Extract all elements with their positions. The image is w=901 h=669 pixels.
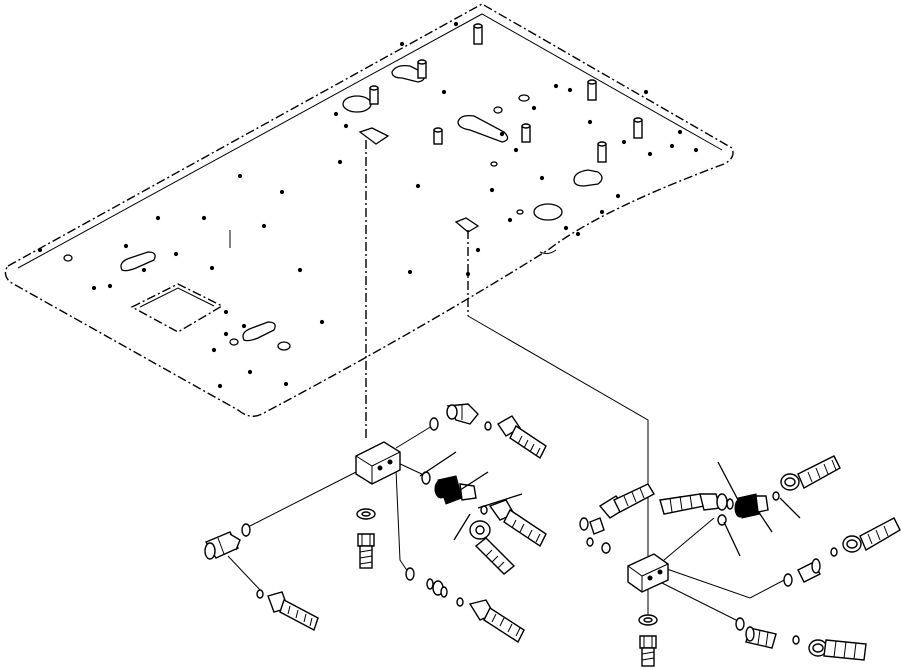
elbow-right-small: [589, 517, 605, 535]
hole-small-b: [493, 106, 503, 114]
oring-right-bottom: [735, 617, 745, 631]
slot-center-long: [457, 114, 509, 143]
oring-lower-left: [256, 589, 264, 599]
cutout-square-inner: [139, 287, 215, 308]
oring-elbow-left: [241, 523, 251, 537]
large-hole-center: [533, 203, 563, 221]
line-block-right-to-valve: [663, 517, 715, 561]
elbow-fitting-left: [204, 531, 241, 560]
line-block-left-to-oring: [395, 425, 433, 449]
washer-right: [638, 614, 658, 626]
line-block-right-down: [659, 581, 741, 623]
bracket-left: [358, 127, 390, 145]
left-assembly: [204, 403, 547, 644]
callout-line-e: [717, 461, 739, 501]
stud-6: [521, 123, 531, 143]
line-elbow-down: [227, 555, 263, 593]
oring-lower-mid-2: [456, 597, 464, 607]
banjo-fitting-left: [469, 520, 516, 575]
hole-small-c: [63, 254, 73, 262]
oring-right-lower: [783, 573, 793, 587]
line-block-right-to-fitting: [663, 567, 789, 599]
callout-line-h: [779, 497, 801, 519]
bracket-right: [454, 217, 480, 233]
check-valve-left: [434, 475, 477, 505]
hole-small-d: [229, 338, 239, 346]
oring-left-top: [429, 417, 439, 431]
stud-3: [369, 85, 379, 105]
oring-left-top-2: [484, 421, 492, 431]
stud-1: [473, 23, 483, 45]
hose-end-right-top-left: [598, 483, 655, 519]
callout-line-f: [759, 513, 773, 533]
callout-line-a: [419, 451, 457, 477]
stud-8: [633, 117, 643, 139]
elbow-right-bottom: [745, 626, 777, 649]
plate-notch: [539, 249, 557, 255]
oring-right-left: [579, 517, 589, 531]
callout-line-b: [453, 471, 489, 495]
stud-2: [417, 59, 427, 79]
oring-right-bottom-2: [792, 635, 800, 645]
bolt-left: [357, 533, 375, 569]
nipple-lower-mid: [426, 578, 448, 598]
slot-lower-left: [120, 251, 156, 272]
floor-plate: [4, 3, 734, 417]
large-hole-top: [342, 95, 372, 113]
hole-lower: [277, 341, 291, 351]
hose-end-right-bottom: [808, 639, 867, 661]
stud-5: [433, 127, 443, 145]
oring-right-left-2: [586, 537, 611, 554]
elbow-right-lower: [797, 558, 821, 583]
hose-end-right-lower-right: [842, 517, 901, 553]
manifold-block-right: [627, 553, 669, 593]
line-block-left-to-valve: [395, 461, 427, 477]
pipe-route-right: [467, 315, 649, 560]
bolt-right: [639, 635, 657, 667]
hose-end-lower-mid: [468, 599, 525, 644]
oring-right-lower-2: [830, 547, 838, 557]
hole-small-a: [518, 94, 530, 102]
stud-4: [587, 79, 597, 101]
floor-plate-outline: [4, 3, 734, 417]
check-valve-right: [734, 493, 769, 519]
line-block-left-down: [395, 469, 409, 573]
hose-end-left-top: [497, 415, 547, 460]
floor-plate-inner-edge: [17, 13, 723, 269]
line-block-left-to-elbow: [245, 467, 365, 529]
hole-small-e: [516, 209, 524, 215]
cutout-square: [130, 283, 224, 333]
hose-end-lower-left: [267, 591, 319, 632]
hose-end-left-mid: [488, 499, 547, 548]
washer-left: [356, 508, 376, 520]
hole-small-f: [490, 161, 498, 167]
stud-7: [597, 141, 607, 163]
callout-line-c: [477, 493, 523, 509]
callout-line-d: [453, 513, 471, 541]
hose-end-right-top-right: [780, 455, 841, 491]
right-assembly: [579, 455, 901, 667]
elbow-fitting-left-top: [446, 403, 479, 425]
slot-lower-middle: [242, 321, 276, 342]
hose-end-right-mid: [659, 493, 728, 515]
oring-right-valve: [717, 498, 734, 526]
oring-lower-mid: [405, 567, 415, 581]
leader-lines: [227, 140, 789, 623]
oring-right-valve-2: [772, 491, 780, 501]
slot-right: [573, 169, 603, 187]
manifold-block-left: [355, 441, 401, 485]
plate-rivets: [37, 21, 699, 389]
callout-line-g: [723, 521, 741, 557]
